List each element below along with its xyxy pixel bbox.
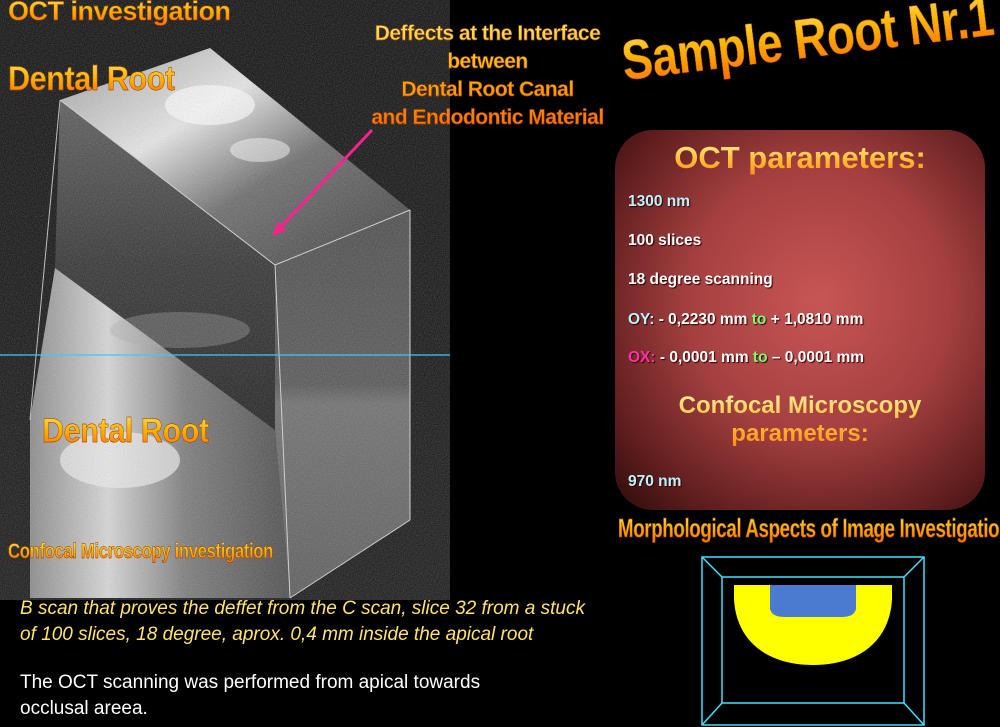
confocal-heading-line2: parameters: <box>731 420 869 447</box>
confocal-parameters-heading: Confocal Microscopy parameters: <box>615 392 985 448</box>
oy-to-word: to <box>751 311 767 328</box>
ox-to-value: – 0,0001 mm <box>767 349 865 366</box>
morphology-diagram <box>701 556 925 726</box>
bscan-caption-line2: of 100 slices, 18 degree, aprox. 0,4 mm … <box>20 624 534 645</box>
confocal-heading-line1: Confocal Microscopy <box>678 392 922 419</box>
diagram-corner-bl <box>701 702 723 726</box>
oct-volume-render <box>0 0 450 600</box>
defect-arrow <box>274 128 374 234</box>
oct-volume-panel <box>0 0 450 600</box>
ox-label: OX: <box>628 349 656 366</box>
diagram-blue-region <box>770 585 856 617</box>
scan-caption-line2: occlusal areea. <box>20 698 148 719</box>
scan-caption-line1: The OCT scanning was performed from apic… <box>20 672 481 693</box>
confocal-investigation-title: Confocal Microscopy investigation <box>8 540 274 563</box>
diagram-inner-frame <box>721 576 905 704</box>
oy-label: OY: <box>628 311 655 328</box>
diagram-corner-tr <box>903 556 925 578</box>
confocal-wavelength: 970 nm <box>628 473 682 490</box>
ox-from: - 0,0001 mm <box>655 349 753 366</box>
defects-label: Deffects at the Interface between Dental… <box>360 20 615 132</box>
defects-label-line1: Deffects at the Interface <box>374 22 601 45</box>
ox-to-word: to <box>752 349 768 366</box>
oy-to-value: + 1,0810 mm <box>766 311 864 328</box>
scan-direction-caption: The OCT scanning was performed from apic… <box>20 670 580 722</box>
oct-parameters-heading: OCT parameters: <box>615 140 985 176</box>
oct-ox-range: OX: - 0,0001 mm to – 0,0001 mm <box>628 349 864 367</box>
defects-label-line2: between <box>447 50 528 73</box>
diagram-corner-br <box>903 702 925 726</box>
morphological-aspects-title: Morphological Aspects of Image Investiga… <box>618 513 1000 544</box>
bscan-caption-line1: B scan that proves the deffet from the C… <box>20 598 585 619</box>
oct-degree: 18 degree scanning <box>628 271 773 288</box>
oct-slices: 100 slices <box>628 232 702 249</box>
defect-arrow-head <box>272 222 286 236</box>
diagram-corner-tl <box>701 556 723 578</box>
defects-label-line3: Dental Root Canal <box>401 78 574 101</box>
sample-title: Sample Root Nr.1 <box>618 0 997 93</box>
parameters-box: OCT parameters: 1300 nm 100 slices 18 de… <box>615 130 985 510</box>
oct-oy-range: OY: - 0,2230 mm to + 1,0810 mm <box>628 311 863 329</box>
oy-from: - 0,2230 mm <box>654 311 752 328</box>
bscan-caption: B scan that proves the deffet from the C… <box>20 596 700 648</box>
dental-root-label-top: Dental Root <box>8 60 176 98</box>
dental-root-label-bottom: Dental Root <box>42 412 210 450</box>
defects-label-line4: and Endodontic Material <box>371 106 604 129</box>
oct-wavelength: 1300 nm <box>628 193 691 210</box>
oct-investigation-title: OCT investigation <box>8 0 231 27</box>
